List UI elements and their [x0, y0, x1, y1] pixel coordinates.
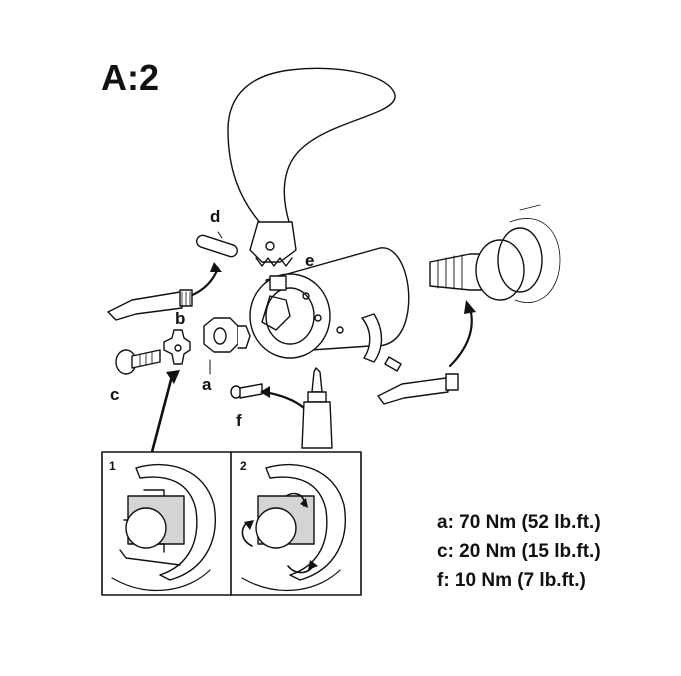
torque-spec-f: f: 10 Nm (7 lb.ft.) — [437, 570, 586, 591]
screw-f — [230, 383, 263, 399]
label-d: d — [210, 207, 221, 226]
pin-d — [196, 231, 238, 258]
label-f: f — [236, 411, 242, 430]
bolt-c — [115, 349, 161, 375]
lock-washer-b — [163, 329, 191, 365]
page-title: A:2 — [101, 57, 160, 98]
inset-step-1-drawing — [111, 464, 216, 591]
label-b: b — [175, 309, 186, 328]
grease-tube-left — [107, 289, 193, 321]
torque-spec-c: c: 20 Nm (15 lb.ft.) — [437, 541, 601, 562]
screw-right — [384, 356, 402, 372]
label-c: c — [110, 385, 120, 404]
label-e: e — [305, 251, 315, 270]
inset-step-2-number: 2 — [240, 459, 247, 473]
locking-compound-bottle — [301, 367, 333, 449]
lock-plate-right — [361, 313, 383, 363]
nut-a — [203, 317, 251, 353]
grease-tube-right — [377, 373, 459, 405]
torque-spec-a: a: 70 Nm (52 lb.ft.) — [437, 512, 601, 533]
propeller-blade — [227, 67, 396, 226]
arrow-grease-2 — [448, 306, 473, 368]
arrow-grease-1 — [188, 266, 220, 298]
arrow-to-inset — [150, 374, 174, 454]
inset-step-1-number: 1 — [109, 459, 116, 473]
torque-specs: a: 70 Nm (52 lb.ft.) c: 20 Nm (15 lb.ft.… — [437, 508, 601, 595]
label-a: a — [202, 375, 212, 394]
drive-unit-body — [249, 247, 410, 359]
blade-hub — [249, 221, 297, 263]
inset-step-2-drawing — [241, 464, 346, 591]
splined-shaft — [429, 204, 561, 303]
